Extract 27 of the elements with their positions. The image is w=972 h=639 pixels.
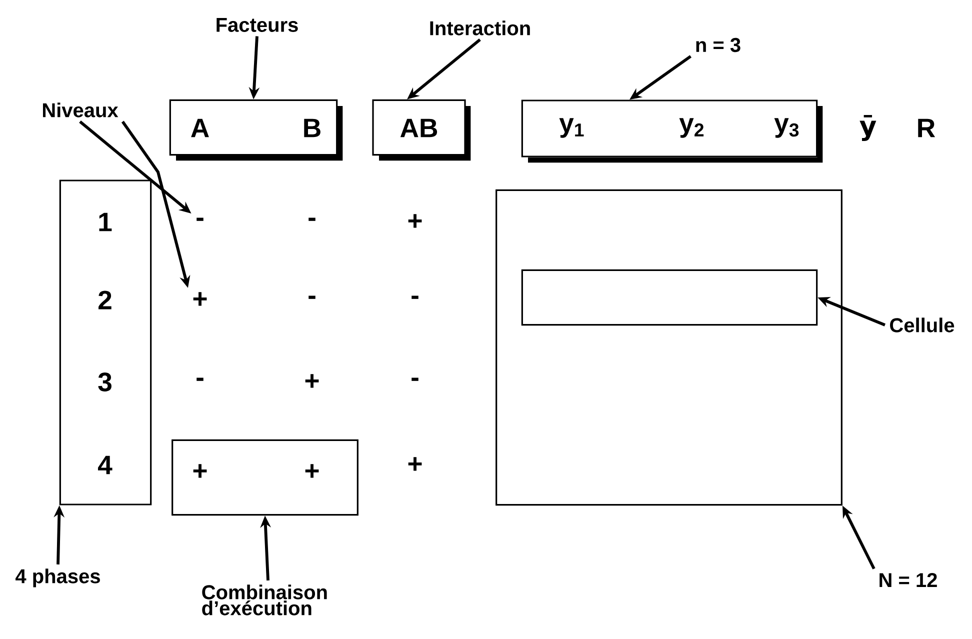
- count-label: n = 3: [696, 38, 740, 52]
- interaction-box: AB: [372, 99, 471, 161]
- factor-box: A B: [169, 99, 343, 161]
- mean-symbol: ȳ: [860, 114, 876, 142]
- level-sign: +: [305, 374, 319, 388]
- level-sign: -: [196, 378, 204, 381]
- level-sign: +: [408, 457, 422, 471]
- callout-label: Niveaux: [43, 102, 118, 118]
- combination-box: + +: [172, 439, 358, 516]
- level-sign: +: [193, 292, 207, 306]
- level-sign: -: [412, 378, 418, 381]
- level-sign: -: [308, 296, 316, 299]
- callout-label: Combinaison d’exécution: [202, 584, 327, 616]
- level-sign: -: [308, 218, 316, 221]
- heading-label: Interaction: [430, 20, 530, 36]
- results-box: [496, 189, 842, 506]
- cell-box: [521, 269, 818, 326]
- level-sign: -: [196, 218, 204, 221]
- callout-label: 4 phases: [16, 568, 100, 588]
- phase-column-box: 1 2 3 4: [59, 180, 152, 506]
- heading-label: Facteurs: [216, 18, 298, 32]
- callout-label: Cellule: [890, 318, 954, 332]
- range-symbol: R: [918, 118, 936, 138]
- level-sign: +: [408, 214, 422, 228]
- count-label: N = 12: [880, 573, 937, 587]
- response-box: y$_{1}$ y$_{2}$ y$_{3}$: [521, 100, 823, 163]
- level-sign: -: [412, 296, 418, 299]
